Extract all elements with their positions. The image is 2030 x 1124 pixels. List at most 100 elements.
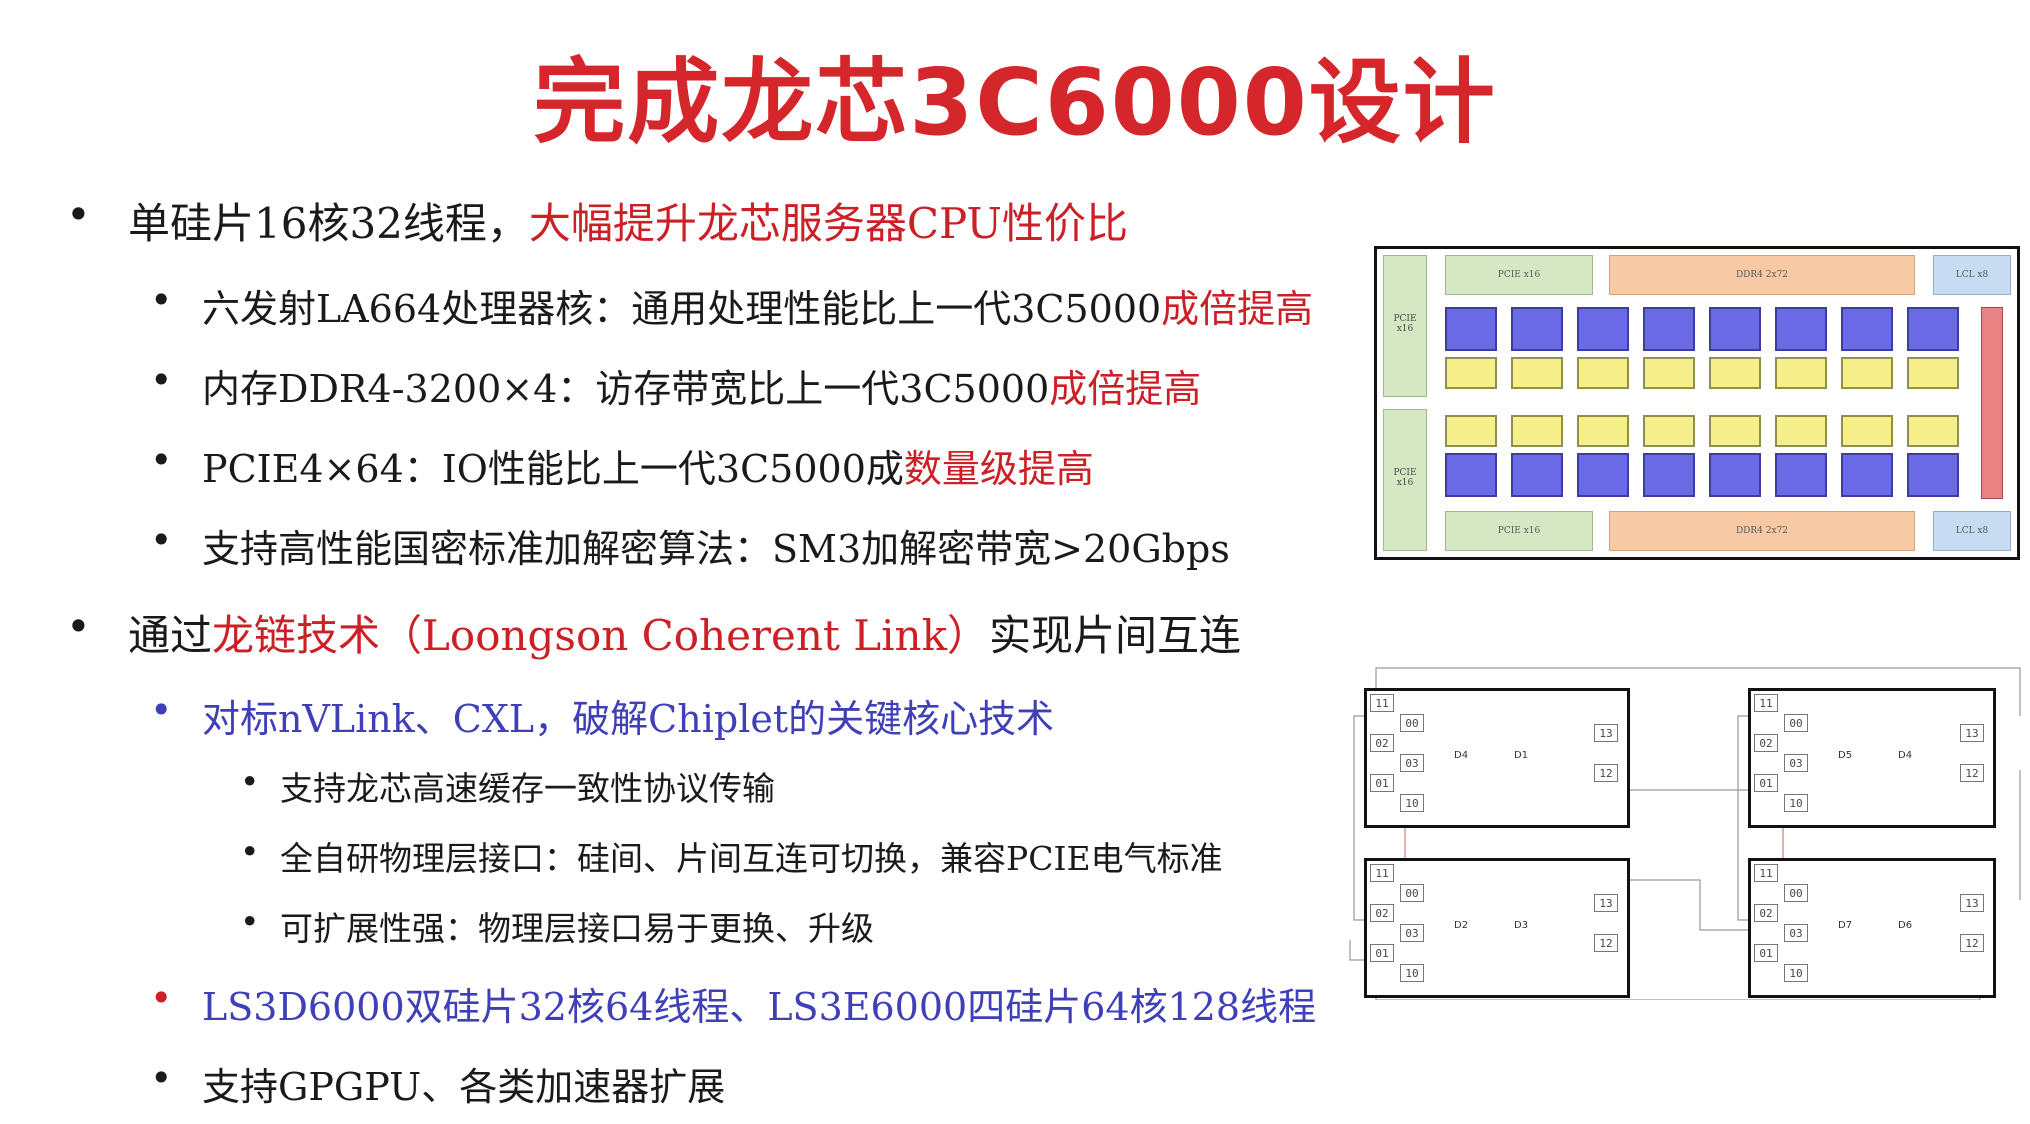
port-label: 00 <box>1400 884 1424 902</box>
port-label: 03 <box>1400 924 1424 942</box>
bullet-cache-coherence: • 支持龙芯高速缓存一致性协议传输 <box>240 762 775 810</box>
port-label: 11 <box>1370 694 1394 712</box>
cache-tile <box>1907 357 1959 389</box>
port-label: 10 <box>1784 964 1808 982</box>
port-label: 03 <box>1784 924 1808 942</box>
cache-tile <box>1775 415 1827 447</box>
bullet-ls3d6000: • LS3D6000双硅片32核64线程、LS3E6000四硅片64核128线程 <box>150 976 1316 1031</box>
cpu-core-tile <box>1445 307 1497 351</box>
port-label: 12 <box>1960 764 1984 782</box>
port-label: 02 <box>1754 904 1778 922</box>
cache-tile <box>1709 357 1761 389</box>
bullet-nvlink: • 对标nVLink、CXL，破解Chiplet的关键核心技术 <box>150 688 1054 743</box>
cache-tile <box>1577 357 1629 389</box>
port-label: 13 <box>1594 724 1618 742</box>
die-label: D2 <box>1454 920 1469 931</box>
bullet-dot: • <box>150 518 173 562</box>
cpu-core-tile <box>1643 453 1695 497</box>
die-label: D5 <box>1838 750 1853 761</box>
cache-tile <box>1709 415 1761 447</box>
cache-tile <box>1511 357 1563 389</box>
cache-tile <box>1643 357 1695 389</box>
cpu-core-tile <box>1577 307 1629 351</box>
bullet-pcie4: • PCIE4×64：IO性能比上一代3C5000成数量级提高 <box>150 438 1094 493</box>
bullet-dot: • <box>150 438 173 482</box>
bullet-gpgpu: • 支持GPGPU、各类加速器扩展 <box>150 1056 725 1111</box>
die-label: D3 <box>1514 920 1529 931</box>
ddr-bottom-band: DDR4 2x72 <box>1609 511 1915 551</box>
bullet-text-tail: 实现片间互连 <box>989 611 1242 660</box>
port-label: 03 <box>1784 754 1808 772</box>
bullet-text: PCIE4×64：IO性能比上一代3C5000成 <box>202 447 904 491</box>
cache-tile <box>1841 357 1893 389</box>
cache-tile <box>1445 415 1497 447</box>
cache-tile <box>1577 415 1629 447</box>
cache-tile <box>1841 415 1893 447</box>
bullet-dot: • <box>240 832 260 871</box>
port-label: 10 <box>1784 794 1808 812</box>
bullet-highlight: 成倍提高 <box>1161 287 1314 331</box>
bullet-dot: • <box>66 190 91 239</box>
bullet-text: 支持龙芯高速缓存一致性协议传输 <box>280 769 775 808</box>
cpu-core-tile <box>1775 307 1827 351</box>
port-label: 00 <box>1400 714 1424 732</box>
cpu-core-tile <box>1907 453 1959 497</box>
bullet-dot: • <box>150 358 173 402</box>
bullet-highlight: 大幅提升龙芯服务器CPU性价比 <box>528 199 1128 248</box>
port-label: 01 <box>1754 944 1778 962</box>
cpu-core-tile <box>1841 307 1893 351</box>
bullet-dot: • <box>150 1056 173 1100</box>
bullet-highlight: 数量级提高 <box>903 447 1094 491</box>
bullet-text: 六发射LA664处理器核：通用处理性能比上一代3C5000 <box>202 287 1162 331</box>
bullet-cpu-summary: • 单硅片16核32线程，大幅提升龙芯服务器CPU性价比 <box>66 190 1128 251</box>
bullet-text: 单硅片16核32线程， <box>128 199 529 248</box>
page-title: 完成龙芯3C6000设计 <box>533 49 1497 156</box>
cache-tile <box>1907 415 1959 447</box>
port-label: 00 <box>1784 884 1808 902</box>
cpu-core-tile <box>1511 453 1563 497</box>
lcl-top-band: LCL x8 <box>1933 255 2011 295</box>
ddr-top-band: DDR4 2x72 <box>1609 255 1915 295</box>
die-label: D6 <box>1898 920 1913 931</box>
cpu-core-tile <box>1907 307 1959 351</box>
port-label: 02 <box>1370 734 1394 752</box>
cpu-core-tile <box>1445 453 1497 497</box>
pcie-left-bottom: PCIE x16 <box>1383 409 1427 551</box>
cpu-core-tile <box>1709 453 1761 497</box>
bullet-scalability: • 可扩展性强：物理层接口易于更换、升级 <box>240 902 874 950</box>
bullet-dot: • <box>150 976 173 1020</box>
chiplet-topology: 11 00 02 03 01 10 13 12 D4 D1 11 00 02 03 01 10 13 12 D5 D4… <box>1340 660 2030 1000</box>
port-label: 11 <box>1754 864 1778 882</box>
lcl-bottom-band: LCL x8 <box>1933 511 2011 551</box>
bullet-la664: • 六发射LA664处理器核：通用处理性能比上一代3C5000成倍提高 <box>150 278 1313 333</box>
cpu-core-tile <box>1511 307 1563 351</box>
bullet-highlight: 龙链技术（Loongson Coherent Link） <box>212 611 990 660</box>
port-label: 13 <box>1960 724 1984 742</box>
port-label: 01 <box>1370 944 1394 962</box>
bullet-text: 支持GPGPU、各类加速器扩展 <box>202 1065 726 1109</box>
bullet-loongson-link: • 通过龙链技术（Loongson Coherent Link）实现片间互连 <box>66 602 1241 663</box>
port-label: 02 <box>1370 904 1394 922</box>
die-floorplan: PCIE x16 PCIE x16 PCIE x16 DDR4 2x72 LCL… <box>1374 246 2020 560</box>
bullet-text: 支持高性能国密标准加解密算法：SM3加解密带宽>20Gbps <box>202 527 1230 571</box>
die-label: D4 <box>1898 750 1913 761</box>
bullet-text: 对标nVLink、CXL，破解Chiplet的关键核心技术 <box>202 697 1055 741</box>
cache-tile <box>1775 357 1827 389</box>
port-label: 01 <box>1754 774 1778 792</box>
die-label: D1 <box>1514 750 1529 761</box>
bullet-ddr4: • 内存DDR4-3200×4：访存带宽比上一代3C5000成倍提高 <box>150 358 1201 413</box>
bullet-text: LS3D6000双硅片32核64线程、LS3E6000四硅片64核128线程 <box>202 985 1317 1029</box>
bullet-dot: • <box>150 688 173 732</box>
port-label: 13 <box>1594 894 1618 912</box>
bullet-dot: • <box>240 762 260 801</box>
bullet-dot: • <box>150 278 173 322</box>
port-label: 00 <box>1784 714 1808 732</box>
port-label: 02 <box>1754 734 1778 752</box>
port-label: 12 <box>1594 934 1618 952</box>
bullet-dot: • <box>240 902 260 941</box>
die-label: D4 <box>1454 750 1469 761</box>
bullet-dot: • <box>66 602 91 651</box>
pcie-left-top: PCIE x16 <box>1383 255 1427 397</box>
cpu-core-tile <box>1577 453 1629 497</box>
cpu-core-tile <box>1709 307 1761 351</box>
